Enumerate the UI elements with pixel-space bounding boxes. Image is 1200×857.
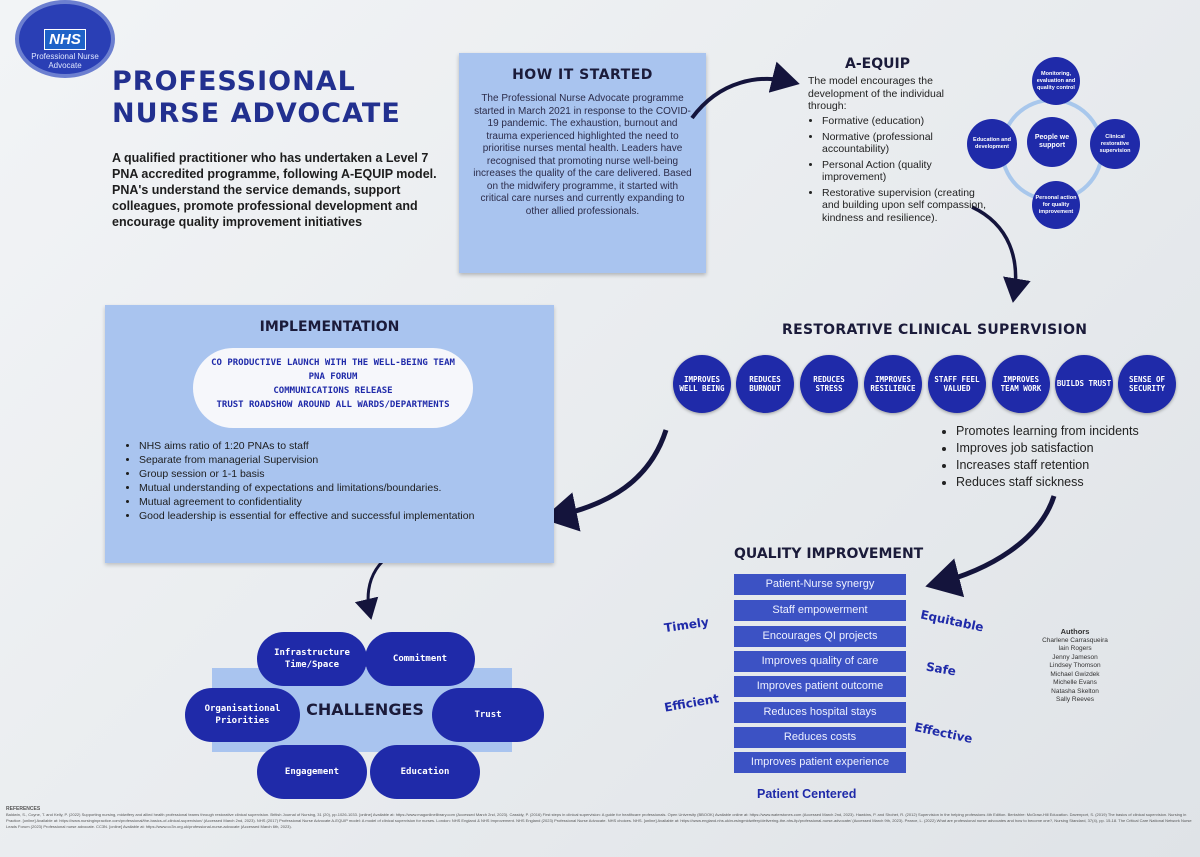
aequip-circle-bottom: Personal action for quality improvement: [1032, 181, 1080, 229]
implementation-item: Good leadership is essential for effecti…: [139, 509, 559, 523]
qi-bar: Patient-Nurse synergy: [734, 574, 906, 595]
rcs-benefit: Increases staff retention: [956, 457, 1139, 474]
arrow-aequip-to-rcs: [971, 205, 1031, 303]
rcs-circle: SENSE OF SECURITY: [1118, 355, 1176, 413]
author-name: Natasha Skelton: [1051, 687, 1099, 695]
challenge-trust: Trust: [432, 688, 544, 742]
implementation-item: Mutual understanding of expectations and…: [139, 481, 559, 495]
implementation-item: Separate from managerial Supervision: [139, 453, 559, 467]
qi-bar: Improves patient experience: [734, 752, 906, 773]
aequip-item: Restorative supervision (creating and bu…: [822, 187, 992, 225]
aequip-circle-center: People we support: [1027, 117, 1077, 167]
launch-line: COMMUNICATIONS RELEASE: [273, 386, 393, 396]
intro-text: A qualified practitioner who has underta…: [112, 150, 452, 230]
implementation-box: IMPLEMENTATION CO PRODUCTIVE LAUNCH WITH…: [105, 305, 554, 563]
rcs-circle: STAFF FEEL VALUED: [928, 355, 986, 413]
challenge-education: Education: [370, 745, 480, 799]
how-it-started-heading: HOW IT STARTED: [512, 67, 653, 83]
author-name: Jenny Jameson: [1052, 653, 1098, 661]
qi-bar: Reduces hospital stays: [734, 702, 906, 723]
rcs-heading: RESTORATIVE CLINICAL SUPERVISION: [782, 322, 1088, 338]
nhs-logo: NHS Professional Nurse Advocate: [15, 0, 115, 78]
aequip-list: Formative (education) Normative (profess…: [808, 115, 992, 227]
author-name: Iain Rogers: [1058, 645, 1092, 652]
references-text: Baldwin, S., Coyne, T. and Kelly, P. (20…: [6, 812, 1192, 829]
rcs-benefit: Reduces staff sickness: [956, 474, 1139, 491]
aequip-circle-right: Clinical restorative supervision: [1090, 119, 1140, 169]
how-it-started-body: The Professional Nurse Advocate programm…: [473, 93, 692, 217]
rcs-circle: IMPROVES TEAM WORK: [992, 355, 1050, 413]
aequip-item: Personal Action (quality improvement): [822, 159, 992, 184]
aequip-heading: A-EQUIP: [845, 56, 910, 72]
arrow-rcs-to-implementation: [542, 429, 669, 532]
rcs-benefits-list: Promotes learning from incidents Improve…: [942, 423, 1139, 491]
author-name: Lindsey Thomson: [1049, 662, 1101, 669]
author-name: Charlene Carrasqueira: [1042, 636, 1108, 644]
implementation-list: NHS aims ratio of 1:20 PNAs to staff Sep…: [123, 439, 559, 523]
implementation-heading: IMPLEMENTATION: [259, 319, 400, 335]
implementation-item: Mutual agreement to confidentiality: [139, 495, 559, 509]
how-it-started-box: HOW IT STARTED The Professional Nurse Ad…: [459, 53, 706, 273]
qi-bar: Encourages QI projects: [734, 626, 906, 647]
implementation-item: Group session or 1-1 basis: [139, 467, 559, 481]
arrow-benefits-to-qi: [925, 495, 1057, 598]
challenge-commitment: Commitment: [365, 632, 475, 686]
author-name: Michael Gwizdek: [1050, 670, 1100, 678]
challenge-organisational: Organisational Priorities: [185, 688, 300, 742]
rcs-circle: IMPROVES RESILIENCE: [864, 355, 922, 413]
references-block: REFERENCES Baldwin, S., Coyne, T. and Ke…: [6, 806, 1196, 852]
author-name: Michelle Evans: [1053, 679, 1097, 686]
rcs-benefit: Improves job satisfaction: [956, 440, 1139, 457]
author-name: Sally Reeves: [1056, 696, 1094, 703]
qi-bar: Improves patient outcome: [734, 676, 906, 697]
qi-heading: QUALITY IMPROVEMENT: [734, 546, 924, 562]
poster-title: PROFESSIONAL NURSE ADVOCATE: [112, 66, 401, 129]
intro-paragraph-2: PNA's understand the service demands, su…: [112, 183, 418, 229]
implementation-item: NHS aims ratio of 1:20 PNAs to staff: [139, 439, 559, 453]
intro-paragraph-1: A qualified practitioner who has underta…: [112, 151, 437, 181]
rcs-circle: REDUCES BURNOUT: [736, 355, 794, 413]
authors-block: Authors Charlene Carrasqueira Iain Roger…: [1020, 627, 1130, 705]
logo-ring-text: Professional Nurse Advocate: [31, 52, 99, 70]
authors-heading: Authors: [1060, 627, 1090, 636]
aequip-circle-left: Education and development: [967, 119, 1017, 169]
rcs-circle: BUILDS TRUST: [1055, 355, 1113, 413]
rcs-circle: IMPROVES WELL BEING: [673, 355, 731, 413]
qi-footer: Patient Centered: [757, 787, 857, 801]
challenge-engagement: Engagement: [257, 745, 367, 799]
challenge-infrastructure: Infrastructure Time/Space: [257, 632, 367, 686]
references-heading: REFERENCES: [6, 806, 41, 812]
launch-line: TRUST ROADSHOW AROUND ALL WARDS/DEPARTME…: [216, 400, 450, 410]
aequip-item: Normative (professional accountability): [822, 131, 992, 156]
rcs-circle: REDUCES STRESS: [800, 355, 858, 413]
qi-bar: Reduces costs: [734, 727, 906, 748]
qi-bar: Improves quality of care: [734, 651, 906, 672]
launch-line: PNA FORUM: [308, 372, 358, 382]
arrow-how-to-aequip: [690, 61, 800, 120]
implementation-launch-pill: CO PRODUCTIVE LAUNCH WITH THE WELL-BEING…: [193, 348, 473, 428]
qi-bar: Staff empowerment: [734, 600, 906, 621]
nhs-logo-text: NHS: [44, 28, 86, 50]
aequip-item: Formative (education): [822, 115, 992, 128]
rcs-benefit: Promotes learning from incidents: [956, 423, 1139, 440]
aequip-intro: The model encourages the development of …: [808, 75, 945, 112]
launch-line: CO PRODUCTIVE LAUNCH WITH THE WELL-BEING…: [211, 358, 455, 368]
aequip-circle-top: Monitoring, evaluation and quality contr…: [1032, 57, 1080, 105]
challenges-heading: CHALLENGES: [306, 700, 424, 719]
